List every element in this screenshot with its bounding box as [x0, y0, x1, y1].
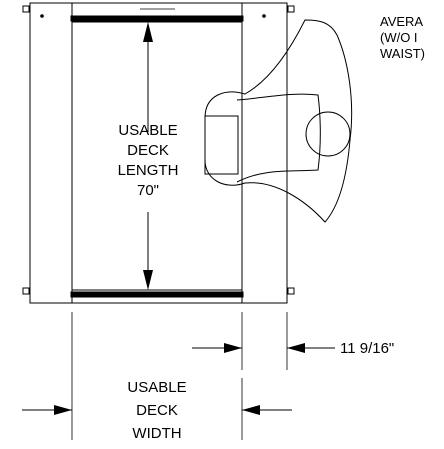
length-label-line1: USABLE [118, 122, 177, 139]
width-arrow-left [54, 405, 72, 415]
user-hands-block [204, 115, 239, 175]
length-arrow-top [143, 22, 153, 42]
rail-width-arrow-right [287, 343, 305, 353]
side-note-line1: AVERA [380, 14, 423, 29]
width-label-line3: WIDTH [132, 425, 181, 442]
right-side-rail [241, 2, 295, 304]
right-rail-bottom-bolt [287, 287, 295, 295]
left-rail-top-bracket [22, 5, 30, 13]
rail-width-arrow-left [224, 343, 242, 353]
width-arrow-right [242, 405, 260, 415]
width-label-line2: DECK [136, 402, 178, 419]
length-value: 70" [137, 182, 159, 199]
user-head [305, 111, 351, 157]
right-rail-top-bracket [287, 5, 295, 13]
left-rail-bottom-bolt [22, 287, 30, 295]
right-rail-top-bolt [262, 14, 266, 18]
user-silhouette-top-view [204, 19, 353, 223]
side-note-line3: WAIST) [380, 46, 425, 61]
side-note-line2: (W/O I [380, 30, 418, 45]
length-label-line3: LENGTH [118, 162, 179, 179]
length-arrow-bottom [143, 270, 153, 290]
deck-belt [70, 2, 244, 304]
length-label-line2: DECK [127, 142, 169, 159]
left-rail-top-bolt [40, 14, 44, 18]
rail-width-value: 11 9/16" [340, 340, 394, 357]
deck-length-dimension: USABLE DECK LENGTH 70" [118, 22, 179, 290]
side-note: AVERA (W/O I WAIST) [380, 14, 425, 61]
deck-width-dimension: USABLE DECK WIDTH [22, 312, 292, 442]
rail-width-dimension: 11 9/16" [192, 312, 394, 370]
width-label-line1: USABLE [127, 379, 186, 396]
left-side-rail [22, 2, 73, 304]
